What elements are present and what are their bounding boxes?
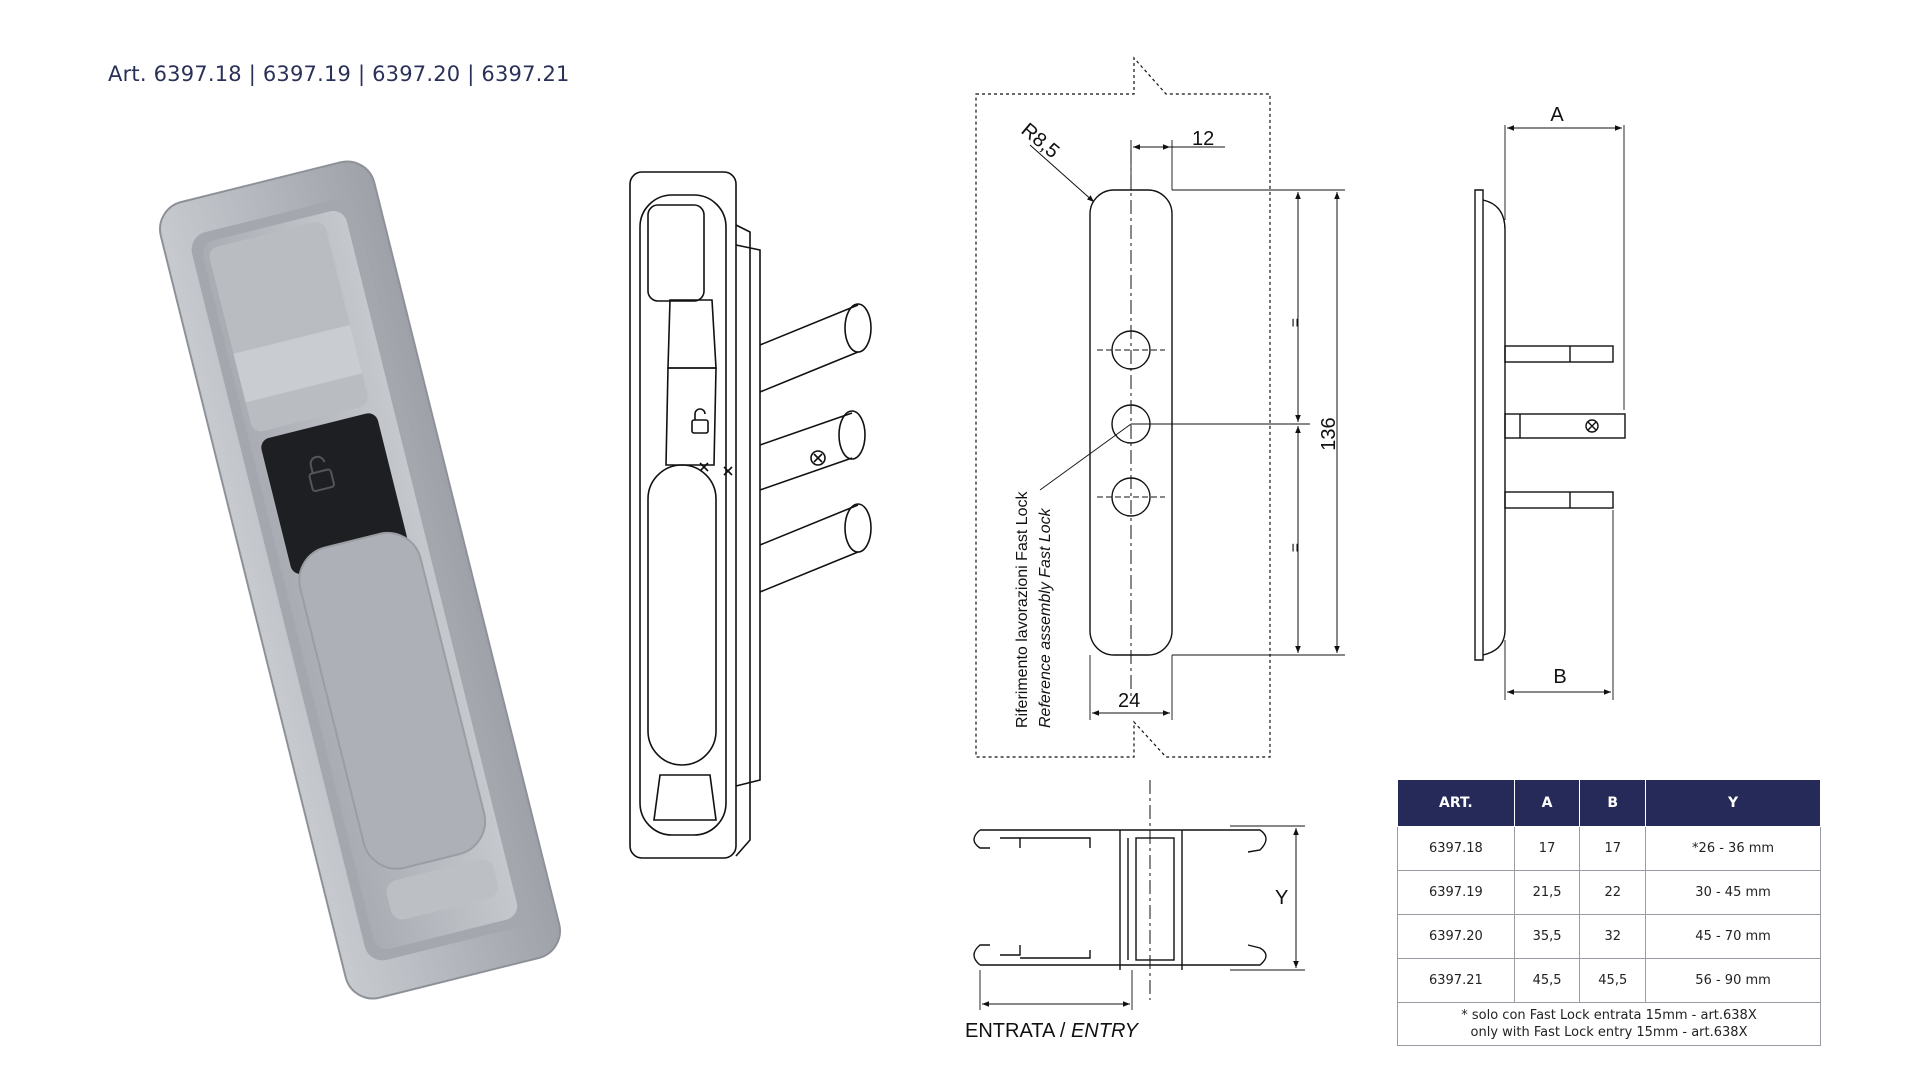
table-row: 6397.21 45,5 45,5 56 - 90 mm <box>1397 958 1821 1003</box>
dimension-y-label: Y <box>1275 887 1288 909</box>
handle-product-render <box>159 160 561 1000</box>
table-cell: 22 <box>1579 870 1647 915</box>
table-note-en: only with Fast Lock entry 15mm - art.638… <box>1470 1025 1748 1040</box>
dimension-12-label: 12 <box>1192 128 1214 150</box>
table-header-art: ART. <box>1397 779 1515 827</box>
table-cell: 45,5 <box>1513 958 1581 1003</box>
table-cell: 32 <box>1579 914 1647 959</box>
table-row: 6397.18 17 17 *26 - 36 mm <box>1397 826 1821 871</box>
dimension-136-label: 136 <box>1318 417 1340 450</box>
table-cell: 30 - 45 mm <box>1645 870 1821 915</box>
table-header-row: ART. A B Y <box>1397 779 1821 827</box>
table-cell: 21,5 <box>1513 870 1581 915</box>
table-row: 6397.20 35,5 32 45 - 70 mm <box>1397 914 1821 959</box>
article-title: Art. 6397.18 | 6397.19 | 6397.20 | 6397.… <box>108 62 570 86</box>
table-cell: 45,5 <box>1579 958 1647 1003</box>
reference-label-en: Reference assembly Fast Lock <box>1037 507 1054 728</box>
table-note: * solo con Fast Lock entrata 15mm - art.… <box>1397 1002 1821 1046</box>
reference-label-it: Riferimento lavorazioni Fast Lock <box>1014 490 1031 728</box>
radius-label: R8,5 <box>1017 119 1064 163</box>
table-cell: 6397.21 <box>1397 958 1515 1003</box>
table-header-a: A <box>1513 779 1581 827</box>
entry-label: ENTRATA / ENTRY <box>965 1020 1140 1042</box>
entry-label-it: ENTRATA / <box>965 1020 1071 1042</box>
table-cell: 17 <box>1513 826 1581 871</box>
table-note-row: * solo con Fast Lock entrata 15mm - art.… <box>1397 1002 1821 1046</box>
table-cell: 56 - 90 mm <box>1645 958 1821 1003</box>
equal-mark-lower: = <box>1286 543 1303 552</box>
handle-isometric-drawing <box>629 171 872 859</box>
dimension-b-label: B <box>1553 666 1566 688</box>
table-header-y: Y <box>1645 779 1821 827</box>
dimensions-table: ART. A B Y 6397.18 17 17 *26 - 36 mm 639… <box>1397 779 1821 1046</box>
table-header-b: B <box>1579 779 1647 827</box>
profile-section-drawing <box>973 780 1305 1010</box>
table-cell: 17 <box>1579 826 1647 871</box>
table-cell: 35,5 <box>1513 914 1581 959</box>
dimension-a-label: A <box>1550 104 1564 126</box>
equal-mark-upper: = <box>1286 318 1303 327</box>
table-cell: 6397.20 <box>1397 914 1515 959</box>
table-row: 6397.19 21,5 22 30 - 45 mm <box>1397 870 1821 915</box>
table-cell: 6397.18 <box>1397 826 1515 871</box>
dimension-24-label: 24 <box>1118 690 1140 712</box>
table-cell: 45 - 70 mm <box>1645 914 1821 959</box>
table-cell: 6397.19 <box>1397 870 1515 915</box>
side-view-drawing <box>1474 125 1626 700</box>
entry-label-en: ENTRY <box>1071 1020 1140 1042</box>
table-note-it: * solo con Fast Lock entrata 15mm - art.… <box>1461 1008 1757 1023</box>
table-cell: *26 - 36 mm <box>1645 826 1821 871</box>
front-view-drawing <box>975 56 1345 758</box>
